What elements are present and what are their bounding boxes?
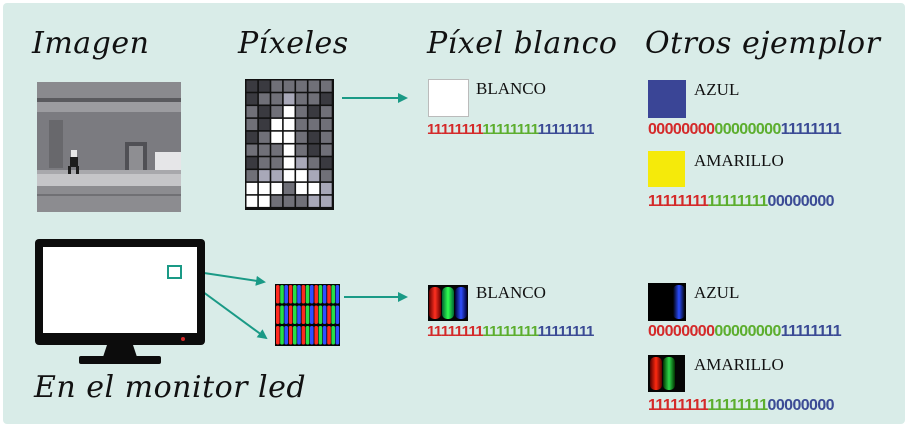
blue-pixel-swatch [648, 80, 686, 118]
yellow-label: AMARILLO [694, 151, 784, 171]
white-pixel-swatch [428, 79, 469, 117]
yellow-binary-code: 111111111111111100000000 [648, 193, 834, 211]
white-led-binary-code: 111111111111111111111111 [427, 323, 594, 340]
blue-binary-code: 000000000000000011111111 [648, 121, 841, 139]
white-led-pixel-image [428, 285, 468, 321]
white-led-label: BLANCO [476, 283, 546, 303]
led-subpixel-grid-image [275, 284, 340, 346]
monitor-image [35, 239, 205, 369]
yellow-led-pixel-image [648, 355, 685, 392]
blue-led-binary-code: 000000000000000011111111 [648, 323, 841, 341]
yellow-pixel-swatch [648, 151, 685, 187]
white-binary-code: 111111111111111111111111 [427, 121, 594, 138]
blue-label: AZUL [694, 80, 739, 100]
blue-led-pixel-image [648, 283, 686, 321]
blue-led-label: AZUL [694, 283, 739, 303]
yellow-led-label: AMARILLO [694, 355, 784, 375]
yellow-led-binary-code: 111111111111111100000000 [648, 397, 834, 415]
white-label: BLANCO [476, 79, 546, 99]
